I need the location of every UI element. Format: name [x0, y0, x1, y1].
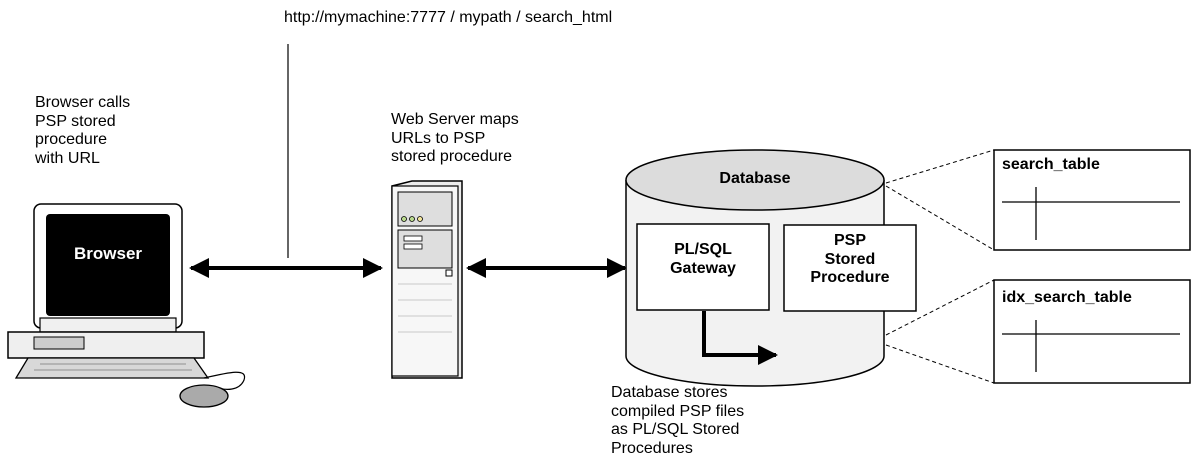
web-server-icon [391, 180, 463, 379]
database-label: Database [719, 170, 791, 187]
database-caption-line: Database stores [611, 384, 728, 401]
browser-caption: Browser calls PSP stored procedure with … [35, 94, 130, 168]
webserver-caption: Web Server maps URLs to PSP stored proce… [391, 111, 519, 167]
url-label: http://mymachine:7777 / mypath / search_… [284, 9, 613, 26]
psp-stored-procedure-label: PSP Stored Procedure [784, 232, 916, 288]
plsql-gateway-line: Gateway [670, 259, 736, 277]
database-caption-line: as PL/SQL Stored [611, 421, 740, 438]
compile-arrow [702, 311, 778, 365]
browser-caption-line: with URL [35, 149, 100, 167]
psp-stored-procedure-box [783, 224, 917, 312]
webserver-caption-line: stored procedure [391, 148, 512, 165]
webserver-caption-line: Web Server maps [391, 111, 519, 128]
browser-caption-line: procedure [35, 131, 108, 148]
psp-box-line: Procedure [810, 269, 890, 286]
webserver-caption-line: URLs to PSP [391, 129, 486, 147]
search-table-box [993, 149, 1191, 251]
plsql-gateway-box [636, 223, 770, 311]
browser-caption-line: PSP stored [35, 112, 116, 130]
plsql-gateway-label: PL/SQL Gateway [637, 241, 769, 278]
table-connectors [885, 149, 995, 384]
database-caption-line: Procedures [611, 439, 693, 457]
browser-caption-line: Browser calls [35, 94, 131, 111]
psp-box-line: PSP [833, 232, 866, 249]
browser-screen-label: Browser [73, 244, 143, 263]
plsql-gateway-line: PL/SQL [674, 241, 732, 258]
search-table-name: search_table [1002, 156, 1100, 173]
idx-search-table-box [993, 279, 1191, 384]
database-caption: Database stores compiled PSP files as PL… [611, 384, 744, 458]
computer-icon [7, 203, 246, 408]
psp-box-line: Stored [824, 250, 876, 268]
database-caption-line: compiled PSP files [611, 402, 745, 420]
idx-search-table-name: idx_search_table [1002, 289, 1132, 306]
